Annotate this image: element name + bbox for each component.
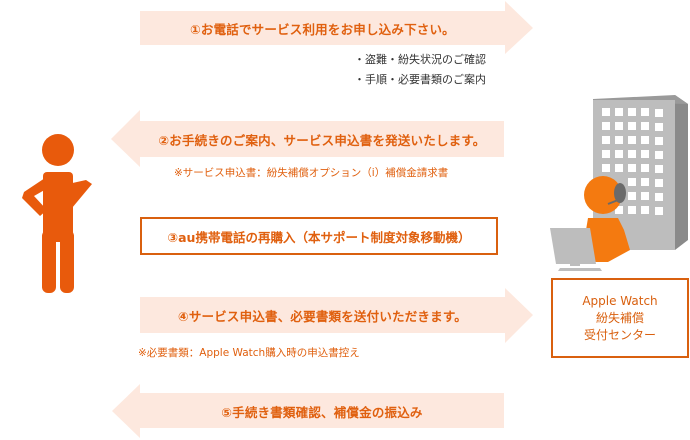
support-center-box: Apple Watch 紛失補償 受付センター [551,278,689,358]
step3-label: ③au携帯電話の再購入（本サポート制度対象移動機） [167,229,471,245]
center-line-1: Apple Watch [582,293,658,308]
step2-label: ②お手続きのご案内、サービス申込書を発送いたします。 [158,133,486,148]
center-line-2: 紛失補償 [595,310,644,325]
step4-note: ※必要書類：Apple Watch購入時の申込書控え [138,347,360,359]
call-center-operator-icon [550,176,630,271]
customer-person-icon [22,134,92,293]
step4-label: ④サービス申込書、必要書類を送付いただきます。 [178,309,467,324]
center-line-3: 受付センター [583,327,656,342]
step3-box: ③au携帯電話の再購入（本サポート制度対象移動機） [140,217,498,255]
step2-note: ※サービス申込書：紛失補償オプション（i）補償金請求書 [174,167,449,179]
step1-note-1: ・盗難・紛失状況のご確認 [354,53,486,66]
step1-label: ①お電話でサービス利用をお申し込み下さい。 [190,22,455,37]
step5-label: ⑤手続き書類確認、補償金の振込み [221,405,423,420]
step1-note-2: ・手順・必要書類のご案内 [354,73,486,86]
